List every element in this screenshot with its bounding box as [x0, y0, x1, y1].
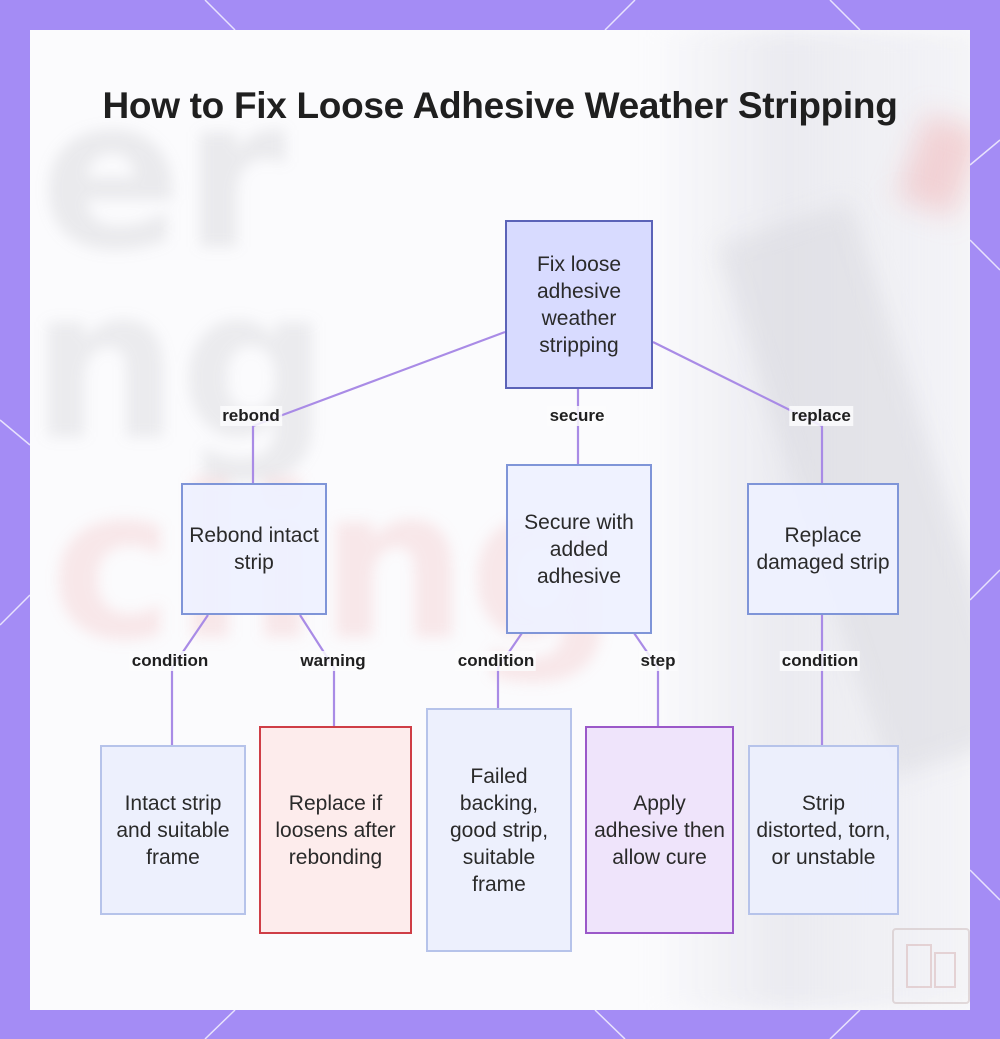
watermark-logo: [892, 928, 970, 1004]
edge-label-secure: secure: [547, 406, 607, 426]
edge-root-rebond: [251, 330, 506, 484]
node-failed: Failed backing, good strip, suitable fra…: [426, 708, 572, 952]
edge-rebond-replace-if: [299, 614, 336, 727]
edge-label-replace: replace: [789, 406, 853, 426]
edge-secure-failed: [496, 632, 523, 709]
edge-root-replace: [652, 341, 824, 484]
edge-secure-apply: [633, 632, 660, 727]
node-replace: Replace damaged strip: [747, 483, 899, 615]
edge-label-rebond: rebond: [220, 406, 282, 426]
edge-label-condition-1: condition: [129, 651, 211, 671]
edge-rebond-intact: [170, 614, 209, 746]
edge-label-step: step: [638, 651, 678, 671]
node-apply: Apply adhesive then allow cure: [585, 726, 734, 934]
edge-label-condition-3: condition: [779, 651, 861, 671]
node-rebond: Rebond intact strip: [181, 483, 327, 615]
node-intact: Intact strip and suitable frame: [100, 745, 246, 915]
node-replace-if: Replace if loosens after rebonding: [259, 726, 412, 934]
node-secure: Secure with added adhesive: [506, 464, 652, 634]
edge-label-warning: warning: [298, 651, 368, 671]
edge-label-condition-2: condition: [455, 651, 537, 671]
node-root: Fix loose adhesive weather stripping: [505, 220, 653, 389]
diagram-title: How to Fix Loose Adhesive Weather Stripp…: [102, 85, 898, 126]
node-distorted: Strip distorted, torn, or unstable: [748, 745, 899, 915]
